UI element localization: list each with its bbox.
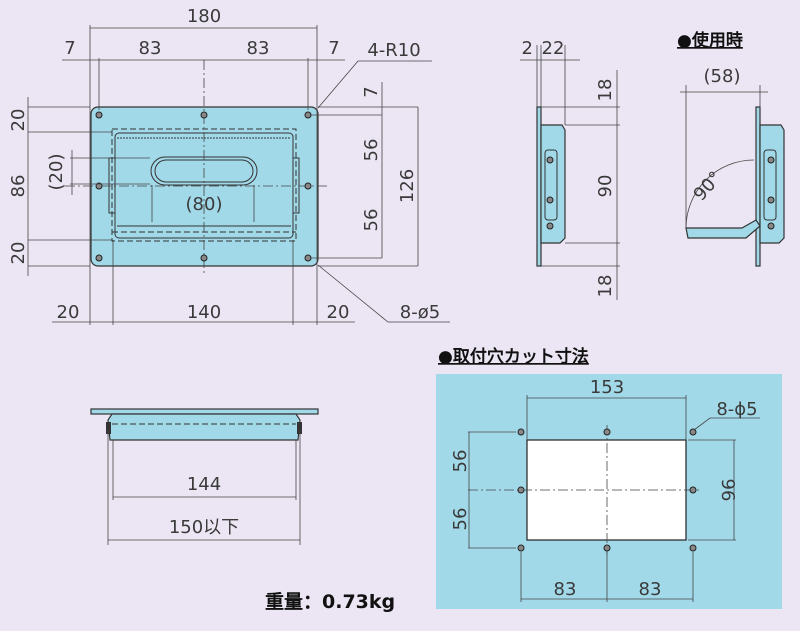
dim-left-bottom: 20 — [8, 242, 29, 265]
dim-cutout-pitch-left: 83 — [554, 579, 577, 600]
dim-side-bottom: 18 — [595, 275, 616, 298]
dim-side-middle: 90 — [595, 175, 616, 198]
dim-holes: 8-ø5 — [400, 302, 440, 323]
weight-label: 重量：0.73kg — [265, 591, 395, 613]
dim-angle: 90° — [689, 167, 726, 205]
dim-cutout-width: 153 — [590, 377, 624, 398]
side-view: 2 22 18 90 18 — [520, 38, 620, 300]
in-use-title: ●使用時 — [677, 30, 743, 51]
dim-overall-width: 180 — [187, 6, 221, 27]
dim-inner-width: 144 — [187, 474, 221, 495]
dim-left-middle: 86 — [8, 175, 29, 198]
dim-thickness: 2 — [522, 38, 533, 59]
front-view: 180 7 83 83 7 4-R10 20 86 20 (20) (80) 7… — [8, 6, 450, 325]
dim-cutout-holes: 8-ϕ5 — [716, 399, 757, 420]
dim-cutout-lower: 56 — [450, 508, 471, 531]
cutout-dimensions: ●取付穴カット寸法 153 8-ϕ5 56 56 96 83 83 — [436, 346, 782, 609]
dim-right-upper: 56 — [361, 139, 382, 162]
dim-corner-radius: 4-R10 — [367, 40, 420, 61]
dim-right-top: 7 — [361, 86, 382, 97]
dim-side-top: 18 — [595, 79, 616, 102]
dim-edge-left: 7 — [64, 38, 75, 59]
cutout-holes — [517, 428, 697, 552]
mounting-holes — [95, 111, 312, 262]
dim-slot-width: (80) — [186, 194, 223, 215]
in-use-view: ●使用時 (58) 90° — [677, 30, 785, 267]
dim-cutout-pitch-right: 83 — [639, 579, 662, 600]
dim-right-lower: 56 — [361, 209, 382, 232]
dim-bottom-left: 20 — [57, 302, 80, 323]
dim-projection: (58) — [704, 66, 741, 87]
dim-left-top: 20 — [8, 109, 29, 132]
dim-overall-height: 126 — [397, 169, 418, 203]
cutout-title: ●取付穴カット寸法 — [438, 346, 589, 367]
dim-edge-right: 7 — [328, 38, 339, 59]
dim-bottom-middle: 140 — [187, 302, 221, 323]
dim-max-width: 150以下 — [169, 517, 239, 538]
dim-slot-height: (20) — [46, 154, 67, 191]
dim-pitch-right: 83 — [247, 38, 270, 59]
dim-bottom-right: 20 — [327, 302, 350, 323]
front-plate — [90, 106, 319, 267]
dim-cutout-upper: 56 — [450, 450, 471, 473]
bottom-view: 144 150以下 — [90, 408, 319, 545]
dim-depth: 22 — [542, 38, 565, 59]
dim-pitch-left: 83 — [139, 38, 162, 59]
dim-cutout-height: 96 — [717, 479, 738, 502]
